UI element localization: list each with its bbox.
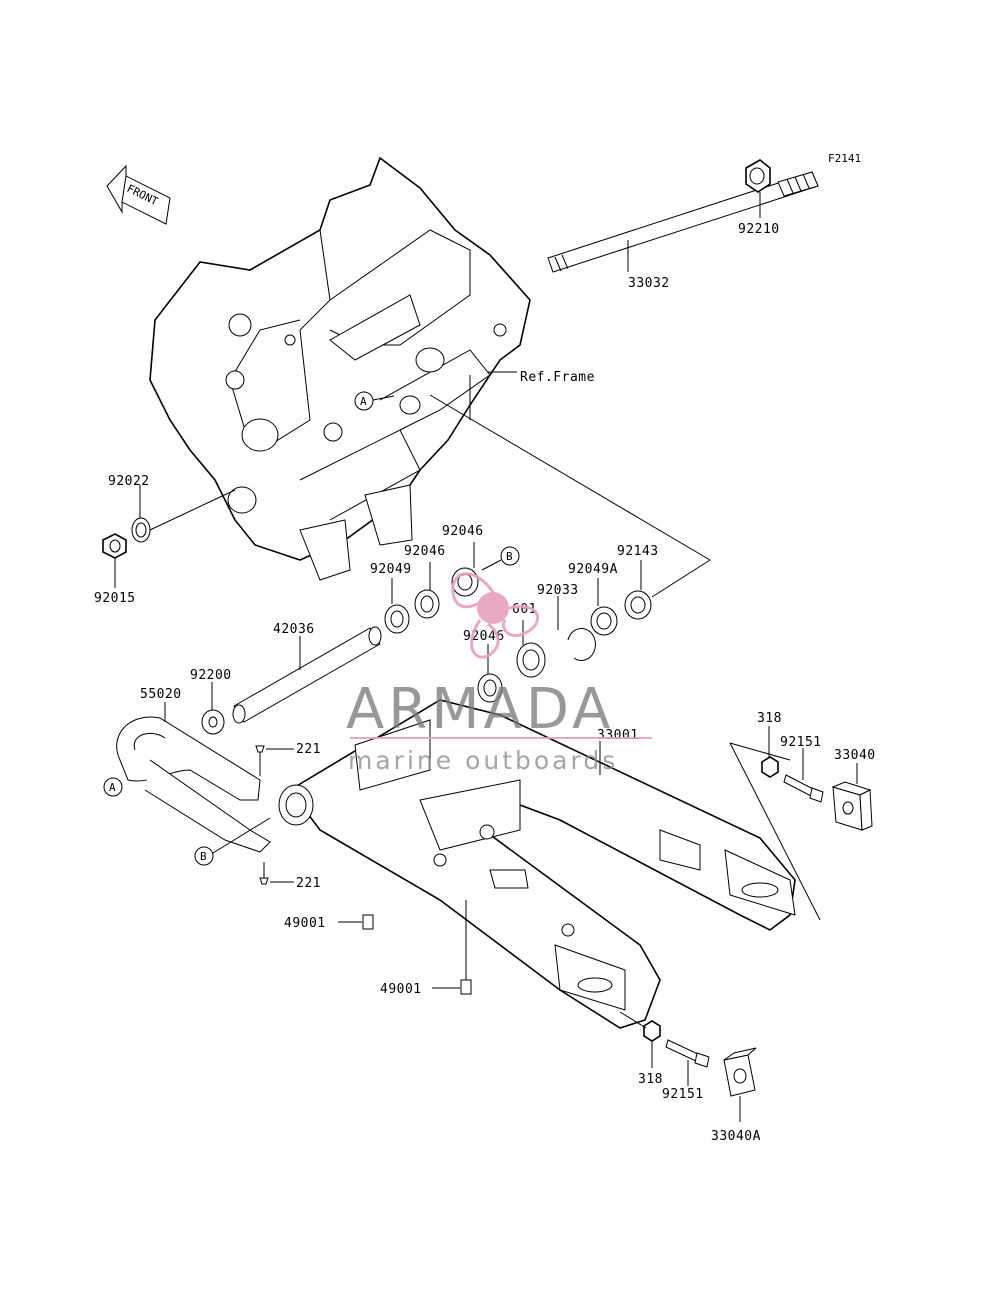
callout-a-guard: A	[103, 777, 123, 797]
bearing-92046-b	[414, 589, 440, 619]
adjuster-block-33040	[831, 781, 873, 831]
sleeve-42036	[232, 626, 382, 724]
callout-b-guard: B	[194, 817, 271, 866]
nut-318-top	[761, 756, 779, 778]
grease-nipple-49001-a	[362, 914, 374, 930]
frame-drawing	[149, 156, 531, 581]
adjuster-block-33040A	[723, 1047, 757, 1097]
bolt-92151-bottom	[665, 1039, 710, 1068]
label-49001-a: 49001	[284, 916, 326, 931]
label-221-bottom: 221	[296, 876, 321, 891]
label-92143: 92143	[617, 544, 659, 559]
propeller-logo-icon	[451, 572, 539, 659]
washer-92200	[201, 709, 225, 735]
ref-frame-label: Ref.Frame	[520, 370, 595, 385]
screw-221-top	[255, 745, 265, 776]
label-92046-mid: 92046	[404, 544, 446, 559]
nut-92210	[745, 159, 771, 193]
front-arrow-icon: FRONT	[106, 164, 171, 225]
seal-92049	[384, 604, 410, 634]
label-92151-bottom: 92151	[662, 1087, 704, 1102]
label-33001: 33001	[597, 728, 639, 743]
svg-text:B: B	[506, 550, 513, 563]
chain-guard-55020	[116, 716, 271, 853]
svg-text:A: A	[109, 781, 116, 794]
label-92151-top: 92151	[780, 735, 822, 750]
bearing-601	[516, 642, 546, 678]
label-49001-b: 49001	[380, 982, 422, 997]
collar-92143	[624, 590, 652, 620]
screw-221-bottom	[259, 862, 269, 885]
label-92049: 92049	[370, 562, 412, 577]
label-92046-top: 92046	[442, 524, 484, 539]
callout-b-top: B	[481, 546, 520, 571]
label-92210: 92210	[738, 222, 780, 237]
label-42036: 42036	[273, 622, 315, 637]
label-318-top: 318	[757, 711, 782, 726]
grease-nipple-49001-b	[460, 979, 472, 995]
bearing-92046-c	[477, 673, 503, 703]
label-33032: 33032	[628, 276, 670, 291]
label-92049A: 92049A	[568, 562, 618, 577]
label-33040A: 33040A	[711, 1129, 761, 1144]
label-92022: 92022	[108, 474, 150, 489]
svg-text:A: A	[360, 395, 367, 408]
label-55020: 55020	[140, 687, 182, 702]
diagram-code: F2141	[828, 152, 861, 165]
nut-318-bottom	[643, 1020, 661, 1042]
label-33040: 33040	[834, 748, 876, 763]
label-92015: 92015	[94, 591, 136, 606]
seal-92049A	[590, 606, 618, 636]
watermark-subtitle: marine outboards	[348, 746, 618, 775]
swingarm-33001	[278, 699, 796, 1029]
label-221-top: 221	[296, 742, 321, 757]
svg-text:B: B	[200, 850, 207, 863]
pivot-shaft-33032	[547, 171, 819, 273]
watermark-title: ARMADA	[346, 677, 614, 742]
watermark: ARMADA marine outboards	[346, 572, 652, 775]
bolt-92151-top	[783, 774, 824, 803]
nut-92015	[102, 533, 127, 559]
callout-a-frame: A	[354, 391, 395, 411]
label-92200: 92200	[190, 668, 232, 683]
bearing-92046-a	[451, 567, 479, 597]
label-92033: 92033	[537, 583, 579, 598]
label-318-bottom: 318	[638, 1072, 663, 1087]
circlip-92033	[567, 627, 596, 661]
